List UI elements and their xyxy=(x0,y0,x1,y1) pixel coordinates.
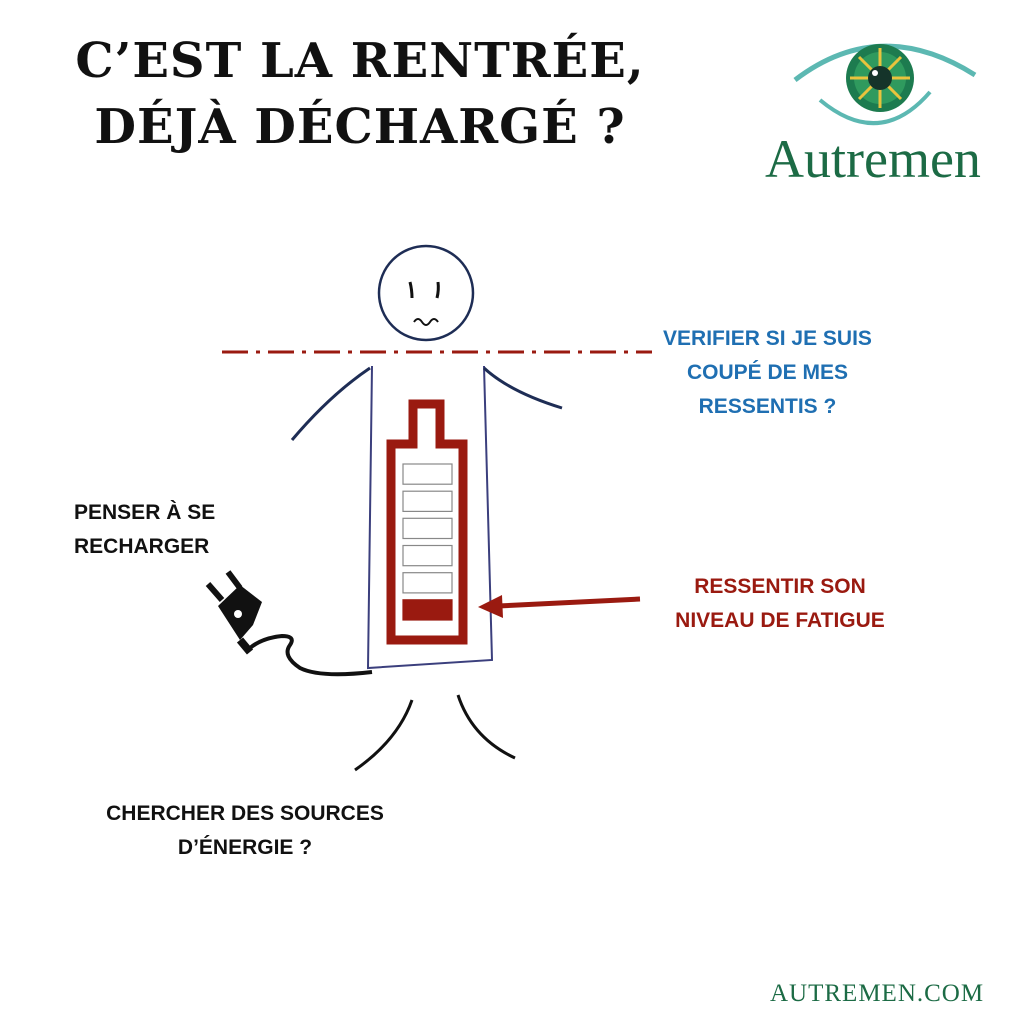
feelings-line-1: VERIFIER SI JE SUIS xyxy=(663,327,872,350)
title-line-2: DÉJÀ DÉCHARGÉ ? xyxy=(94,99,626,155)
recharge-line-2: RECHARGER xyxy=(74,535,210,558)
battery-segment-empty xyxy=(402,544,453,567)
feelings-line-3: RESSENTIS ? xyxy=(698,395,837,418)
battery-segment-empty xyxy=(402,463,453,485)
arrow-icon xyxy=(478,595,641,618)
fatigue-line-2: NIVEAU DE FATIGUE xyxy=(675,609,885,632)
energy-note: CHERCHER DES SOURCES D’ÉNERGIE ? xyxy=(70,797,420,865)
body xyxy=(290,365,563,772)
fatigue-line-1: RESSENTIR SON xyxy=(694,575,866,598)
battery-segments xyxy=(402,463,453,621)
head xyxy=(377,244,475,342)
plug-icon xyxy=(205,570,373,677)
feelings-note: VERIFIER SI JE SUIS COUPÉ DE MES RESSENT… xyxy=(650,322,885,424)
energy-line-2: D’ÉNERGIE ? xyxy=(177,836,313,859)
battery-segment-empty xyxy=(402,517,453,540)
eye-logo-icon xyxy=(793,43,977,125)
battery-segment-filled xyxy=(402,599,453,621)
recharge-note: PENSER À SE RECHARGER xyxy=(74,496,264,564)
brand-name: Autremen xyxy=(765,129,981,189)
battery-segment-empty xyxy=(402,572,453,594)
recharge-line-1: PENSER À SE xyxy=(74,501,216,524)
energy-line-1: CHERCHER DES SOURCES xyxy=(106,802,384,825)
website-link[interactable]: AUTREMEN.COM xyxy=(770,980,985,1007)
title-line-1: C’EST LA RENTRÉE, xyxy=(75,33,645,89)
battery-segment-empty xyxy=(402,490,453,513)
page-title: C’EST LA RENTRÉE, DÉJÀ DÉCHARGÉ ? xyxy=(60,28,660,160)
fatigue-note: RESSENTIR SON NIVEAU DE FATIGUE xyxy=(650,570,910,638)
battery-icon xyxy=(386,399,468,645)
feelings-line-2: COUPÉ DE MES xyxy=(686,361,849,384)
